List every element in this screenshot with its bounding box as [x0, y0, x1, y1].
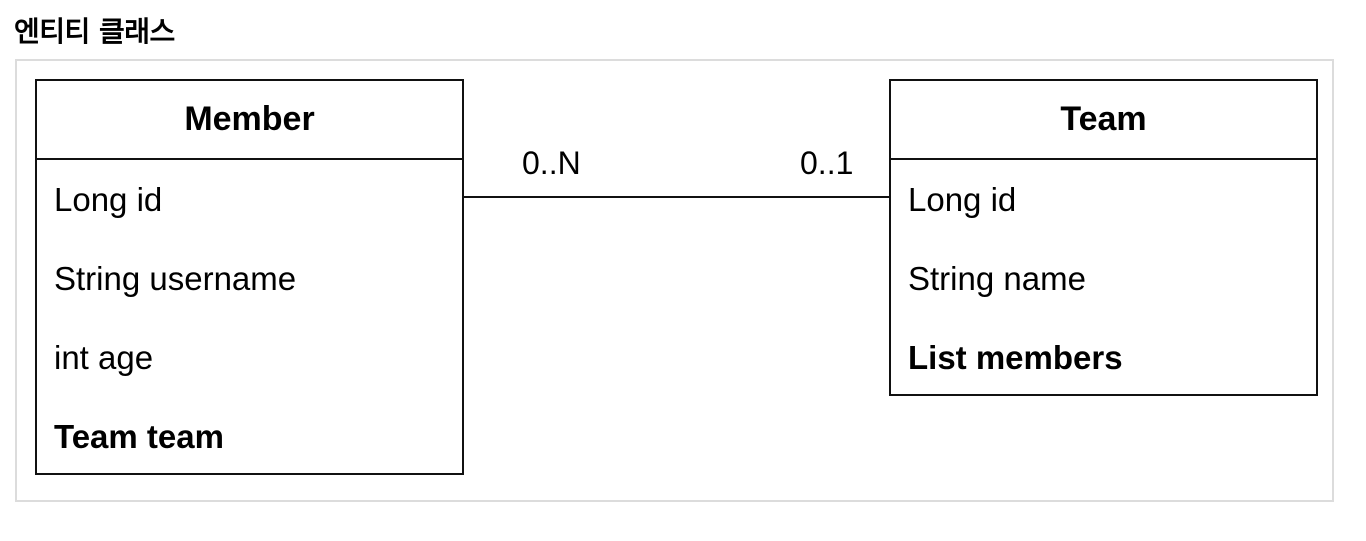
team-multiplicity-label: 0..1 [800, 145, 854, 181]
member-field: Long id [54, 181, 163, 218]
team-entity-name: Team [891, 81, 1316, 160]
team-entity-box: Team Long id String name List members [889, 79, 1318, 396]
member-field: Team team [54, 418, 224, 455]
member-entity-box: Member Long id String username int age T… [35, 79, 464, 475]
member-field: String username [54, 260, 297, 297]
team-field-list: Long id String name List members [891, 160, 1316, 397]
team-field: Long id [908, 181, 1017, 218]
team-field: List members [908, 339, 1123, 376]
team-field: String name [908, 260, 1086, 297]
association-line [464, 196, 889, 198]
member-multiplicity-label: 0..N [522, 145, 581, 181]
page-title: 엔티티 클래스 [14, 15, 175, 48]
member-entity-name: Member [37, 81, 462, 160]
member-field-list: Long id String username int age Team tea… [37, 160, 462, 476]
member-field: int age [54, 339, 154, 376]
